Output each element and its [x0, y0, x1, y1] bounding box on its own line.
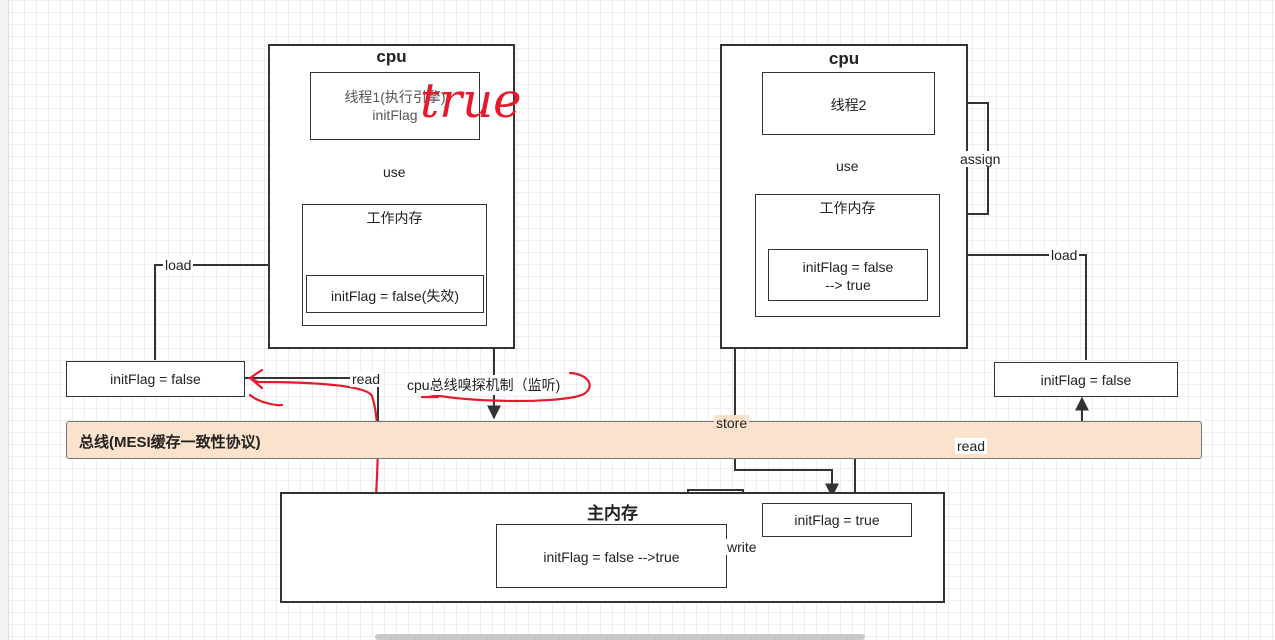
- work-memory-right-value-box: initFlag = false --> true: [768, 249, 928, 301]
- use-label-right: use: [834, 158, 861, 174]
- bus-label: 总线(MESI缓存一致性协议): [79, 434, 261, 451]
- canvas-left-edge: [0, 0, 9, 640]
- thread1-var: initFlag: [372, 107, 418, 123]
- work-memory-right-value-line2: --> true: [825, 277, 871, 293]
- thread1-box: 线程1(执行引擎) initFlag: [310, 72, 480, 140]
- bus-bar: 总线(MESI缓存一致性协议): [66, 421, 1202, 459]
- thread1-label: 线程1(执行引擎): [344, 89, 446, 105]
- horizontal-scrollbar[interactable]: [375, 634, 865, 640]
- main-memory-value-box: initFlag = false -->true: [496, 524, 727, 588]
- store-label: store: [714, 415, 750, 431]
- work-memory-right-value-line1: initFlag = false: [802, 259, 894, 275]
- assign-label: assign: [958, 151, 1003, 167]
- sniff-label: cpu总线嗅探机制（监听): [405, 375, 563, 395]
- main-memory-value: initFlag = false -->true: [543, 549, 680, 565]
- left-var-value: initFlag = false: [110, 371, 201, 387]
- thread2-box: 线程2: [762, 72, 935, 135]
- right-var-value: initFlag = false: [1040, 372, 1132, 388]
- incoming-value-box: initFlag = true: [762, 503, 912, 537]
- thread2-label: 线程2: [830, 97, 867, 113]
- cpu-left-title: cpu: [376, 47, 407, 66]
- main-memory-title: 主内存: [587, 504, 638, 523]
- write-label: write: [725, 539, 759, 555]
- read-label-left: read: [350, 371, 383, 387]
- work-memory-left-value: initFlag = false(失效): [331, 288, 459, 304]
- incoming-value: initFlag = true: [794, 512, 880, 528]
- work-memory-left-title: 工作内存: [366, 210, 423, 226]
- load-label-right: load: [1049, 247, 1080, 263]
- cpu-right-title: cpu: [828, 49, 860, 68]
- left-var-box: initFlag = false: [66, 361, 245, 397]
- true-annotation: true: [420, 73, 522, 129]
- use-label-left: use: [381, 164, 408, 180]
- work-memory-left-value-box: initFlag = false(失效): [306, 275, 484, 313]
- load-label-left: load: [163, 257, 194, 273]
- right-var-box: initFlag = false: [994, 362, 1178, 397]
- work-memory-right-title: 工作内存: [819, 200, 876, 216]
- read-label-right: read: [955, 438, 988, 454]
